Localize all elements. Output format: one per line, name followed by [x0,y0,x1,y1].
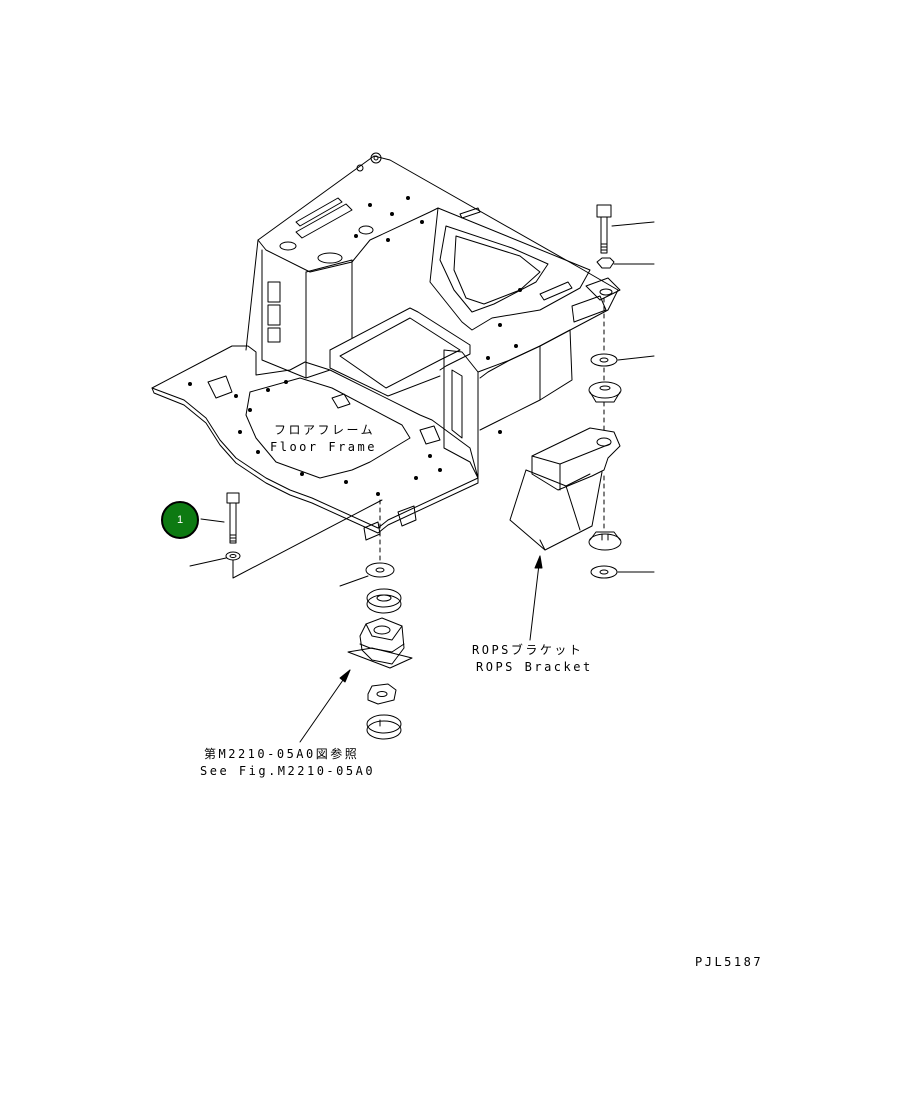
see-fig-label-en: See Fig.M2210-05A0 [200,764,376,778]
left-mount-leaders [189,499,383,579]
callout-1[interactable]: 1 [161,501,199,539]
rops-bracket-label-en: ROPS Bracket [476,660,593,674]
right-mount-washer-top [590,353,655,367]
left-mount-washer [225,551,241,561]
center-mount-stack [339,562,413,740]
floor-frame-label-en: Floor Frame [270,440,377,454]
floor-frame [151,152,621,541]
floor-frame-label-jp: フロアフレーム [274,423,376,437]
right-mount-cushion-bottom [588,531,622,551]
rops-bracket [509,427,621,551]
see-fig-leader [299,669,351,743]
rops-bracket-label-jp: ROPSブラケット [472,643,584,657]
see-fig-label-jp: 第M2210-05A0図参照 [204,747,360,761]
left-mount-bolt [226,492,240,544]
right-mount-cushion-top [588,381,622,403]
drawing-id: PJL5187 [695,955,764,969]
callout-1-number: 1 [176,514,184,526]
right-mount-nut [596,257,655,269]
rops-bracket-leader [529,555,543,641]
right-mount-bolt [596,204,655,254]
right-mount-washer-bottom [590,565,655,579]
